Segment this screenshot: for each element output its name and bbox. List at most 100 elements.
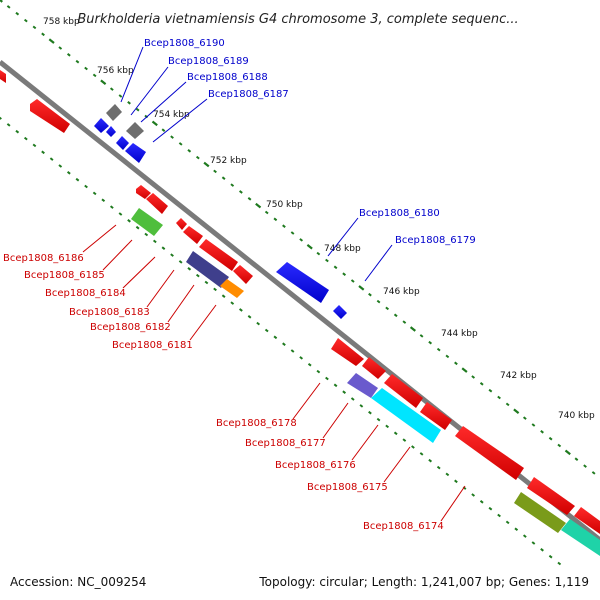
label-connectors	[82, 46, 466, 522]
ruler-dot	[15, 129, 20, 134]
ruler-dot	[15, 11, 20, 16]
gene-label-6182[interactable]: Bcep1808_6182	[90, 322, 171, 333]
ruler-dot	[514, 527, 519, 531]
gene-feature-6173[interactable]	[527, 477, 575, 515]
ruler-dot	[282, 224, 286, 228]
gene-feature-6172[interactable]	[514, 492, 566, 533]
gene-feature-6176[interactable]	[371, 388, 441, 443]
gene-feature-6170[interactable]	[561, 519, 600, 556]
ruler-dot	[109, 205, 114, 209]
ruler-dot	[497, 395, 501, 400]
ruler-dot	[557, 443, 562, 448]
gene-label-6175[interactable]: Bcep1808_6175	[307, 482, 388, 493]
gene-feature-6189[interactable]	[94, 118, 109, 133]
ruler-dot	[583, 464, 587, 468]
ruler-dot	[522, 416, 527, 420]
gene-label-6184[interactable]: Bcep1808_6184	[45, 288, 126, 299]
connector-6179	[364, 244, 393, 282]
gene-feature-6174[interactable]	[455, 426, 524, 480]
gene-label-6189[interactable]: Bcep1808_6189	[168, 56, 249, 67]
gene-label-6190[interactable]: Bcep1808_6190	[144, 38, 225, 49]
gene-label-6187[interactable]: Bcep1808_6187	[208, 89, 289, 100]
ruler-dot	[488, 388, 493, 393]
ruler-dot	[32, 143, 37, 148]
ruler-dot	[299, 238, 304, 242]
gene-feature-6190[interactable]	[106, 104, 122, 121]
gene-label-6188[interactable]: Bcep1808_6188	[187, 72, 268, 83]
ruler-dot	[92, 73, 97, 78]
ruler-dot	[290, 349, 295, 353]
gene-feature-6171[interactable]	[574, 507, 600, 534]
gene-feature-6177[interactable]	[384, 374, 423, 408]
ruler-dot	[419, 452, 424, 456]
connector-6182	[167, 284, 195, 323]
gene-label-6178[interactable]: Bcep1808_6178	[216, 418, 297, 429]
ruler-dot	[118, 212, 123, 216]
ruler-dot	[66, 171, 71, 175]
gene-feature-6177a[interactable]	[362, 357, 386, 379]
ruler-dot	[471, 375, 476, 379]
gene-feature-6186-top[interactable]	[30, 99, 70, 133]
gene-label-6186[interactable]: Bcep1808_6186	[3, 253, 84, 264]
gene-features	[0, 70, 600, 556]
ruler-dot	[290, 231, 295, 235]
gene-labels-reverse: Bcep1808_6186 Bcep1808_6185 Bcep1808_618…	[3, 253, 444, 532]
gene-feature-6178[interactable]	[347, 373, 378, 398]
ruler-dot	[127, 101, 131, 105]
ruler-dot	[187, 267, 192, 271]
ruler-dot	[505, 402, 510, 407]
ruler-dot	[49, 157, 54, 161]
gene-feature-6181[interactable]	[220, 279, 244, 298]
ruler-dot	[497, 513, 501, 518]
ruler-dot	[436, 465, 441, 470]
gene-label-6176[interactable]: Bcep1808_6176	[275, 460, 356, 471]
gene-label-6174[interactable]: Bcep1808_6174	[363, 521, 444, 532]
tick-label: 740 kbp	[558, 411, 595, 421]
connector-6184	[122, 256, 156, 289]
gene-feature-6180[interactable]	[276, 262, 329, 303]
gene-label-6181[interactable]: Bcep1808_6181	[112, 340, 193, 351]
ruler-dot	[213, 169, 217, 174]
gene-label-6185[interactable]: Bcep1808_6185	[24, 270, 105, 281]
gene-feature-6187a[interactable]	[116, 136, 129, 150]
gene-feature-6184a[interactable]	[176, 218, 187, 230]
ruler-dot	[419, 334, 424, 338]
ruler-dot	[273, 335, 278, 340]
gene-feature-6184[interactable]	[183, 226, 203, 244]
ruler-dot	[230, 183, 235, 187]
connector-6175	[383, 446, 411, 483]
connector-6189	[130, 66, 169, 116]
gene-feature-6186[interactable]	[136, 185, 151, 199]
gene-feature-6187[interactable]	[125, 143, 146, 163]
ruler-dot	[342, 390, 347, 394]
map-title: Burkholderia vietnamiensis G4 chromosome…	[77, 12, 518, 27]
ruler-dot	[376, 299, 381, 304]
ruler-dot	[41, 32, 45, 37]
ruler-dot	[376, 417, 381, 422]
ruler-dot	[540, 548, 544, 552]
gene-feature-6175[interactable]	[420, 402, 452, 430]
gene-label-6179[interactable]: Bcep1808_6179	[395, 235, 476, 246]
gene-feature-6182[interactable]	[233, 265, 253, 284]
gene-label-6177[interactable]: Bcep1808_6177	[245, 438, 326, 449]
gene-label-6183[interactable]: Bcep1808_6183	[69, 307, 150, 318]
gene-feature-6179[interactable]	[333, 305, 347, 319]
ruler-dot	[299, 356, 304, 360]
gene-feature-6188[interactable]	[126, 122, 144, 139]
gene-feature-6185[interactable]	[131, 208, 163, 236]
gene-feature-left[interactable]	[0, 70, 6, 83]
ruler-dot	[591, 471, 596, 475]
ruler-dot	[325, 258, 329, 263]
ruler-dot	[151, 120, 158, 127]
tick-label: 758 kbp	[43, 17, 80, 27]
ruler-dot	[513, 408, 520, 414]
gene-feature-6183[interactable]	[186, 251, 229, 288]
gene-label-6180[interactable]: Bcep1808_6180	[359, 208, 440, 219]
connector-6177	[322, 402, 349, 439]
gene-feature-6185a[interactable]	[146, 193, 168, 214]
ruler-dot	[58, 46, 63, 50]
gene-feature-6183a[interactable]	[199, 239, 238, 271]
gene-feature-6189b[interactable]	[106, 126, 116, 137]
connector-6183	[146, 269, 175, 308]
gene-feature-6178a[interactable]	[331, 338, 364, 366]
